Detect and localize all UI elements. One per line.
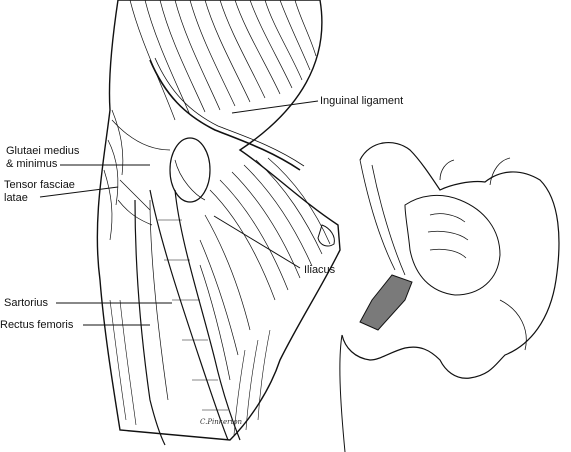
pelvis-diagram	[339, 142, 560, 452]
illustrator-signature: C.Pinkerton	[200, 418, 243, 426]
label-tensor-line2: latae	[4, 192, 28, 204]
leader-iliacus	[213, 215, 301, 269]
leader-tensor	[39, 186, 119, 198]
label-glutaei-line1: Glutaei medius	[6, 145, 80, 157]
iliacus-highlight	[359, 274, 413, 331]
label-sartorius: Sartorius	[4, 297, 49, 309]
label-inguinal-ligament: Inguinal ligament	[320, 95, 404, 107]
leader-lines	[39, 100, 319, 326]
leader-inguinal-ligament	[231, 100, 319, 114]
label-rectus-femoris: Rectus femoris	[0, 319, 74, 331]
label-tensor-line1: Tensor fasciae	[4, 179, 75, 191]
label-glutaei-line2: & minimus	[6, 158, 58, 170]
thigh-muscle-drawing	[96, 0, 341, 446]
label-iliacus: Iliacus	[304, 264, 336, 276]
